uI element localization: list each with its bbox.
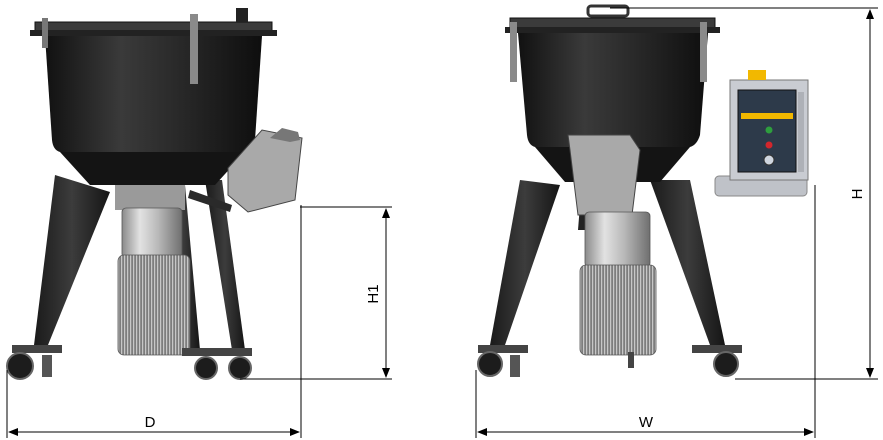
side-lid-edge bbox=[30, 30, 277, 36]
front-lid bbox=[509, 17, 716, 29]
side-clamp-left bbox=[42, 18, 48, 48]
stop-button bbox=[765, 141, 773, 149]
dimension-w-label: W bbox=[639, 414, 654, 431]
side-leg-left bbox=[34, 175, 110, 345]
front-clamp-right bbox=[700, 22, 707, 82]
front-leg-left bbox=[490, 180, 560, 345]
side-view bbox=[6, 8, 303, 380]
front-discharge-chute bbox=[567, 134, 641, 216]
side-caster-foot-left bbox=[42, 355, 52, 377]
front-caster-wheel-right bbox=[713, 351, 739, 377]
side-leg-right bbox=[205, 180, 245, 350]
side-lid-handle bbox=[236, 8, 248, 22]
front-caster-wheel-left bbox=[477, 351, 503, 377]
front-view bbox=[477, 4, 809, 377]
side-caster-bar-right bbox=[182, 348, 252, 356]
side-motor-coupling bbox=[115, 185, 185, 210]
side-drum bbox=[45, 36, 262, 152]
dimension-h-label: H bbox=[849, 189, 866, 200]
front-caster-foot-left bbox=[510, 355, 520, 377]
front-lid-edge bbox=[505, 27, 720, 33]
front-clamp-left bbox=[510, 22, 517, 82]
side-caster-wheel-left bbox=[6, 352, 34, 380]
side-discharge-chute bbox=[227, 129, 303, 213]
front-lid-handle bbox=[586, 4, 630, 18]
control-box-label bbox=[741, 113, 793, 119]
front-drum bbox=[518, 33, 708, 147]
side-motor-body bbox=[117, 254, 191, 356]
side-chute-handle bbox=[270, 128, 300, 142]
dimension-arrowheads bbox=[8, 9, 874, 436]
dimension-h1-label: H1 bbox=[365, 284, 382, 303]
side-motor-top bbox=[121, 207, 183, 259]
side-caster-wheel-right bbox=[228, 356, 252, 380]
dimension-lines bbox=[6, 7, 878, 438]
selector-knob bbox=[763, 154, 775, 166]
front-leg-right bbox=[650, 180, 725, 345]
front-motor-body bbox=[579, 264, 657, 356]
dimension-d-label: D bbox=[145, 414, 156, 431]
side-cone bbox=[60, 152, 245, 185]
emergency-stop bbox=[748, 70, 766, 80]
front-caster-bar-left bbox=[478, 345, 528, 353]
side-leg-brace bbox=[188, 190, 232, 212]
control-box-vent bbox=[798, 92, 804, 172]
start-button bbox=[765, 126, 773, 134]
front-motor-top bbox=[584, 211, 651, 268]
front-motor-shaft bbox=[628, 352, 634, 368]
front-caster-bar-right bbox=[692, 345, 742, 353]
side-caster-wheel-mid bbox=[194, 356, 218, 380]
side-caster-bar-left bbox=[12, 345, 62, 353]
side-clamp-right bbox=[190, 14, 198, 84]
